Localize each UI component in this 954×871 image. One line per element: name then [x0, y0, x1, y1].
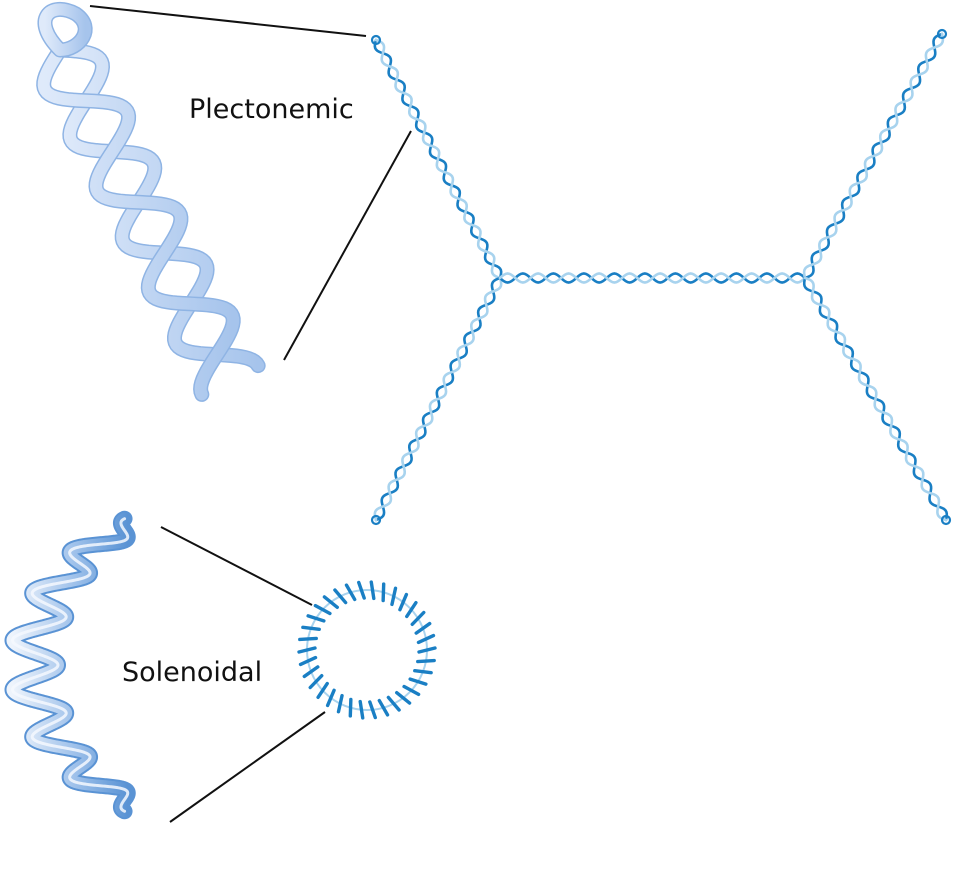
arm-upper-right-strand-2: [802, 32, 945, 280]
ring-twist-mark: [368, 700, 377, 720]
circular-dna-ring: [297, 580, 437, 720]
arm-lower-left-strand-2: [373, 276, 503, 522]
branched-supercoiled-dna: [370, 28, 952, 526]
ring-twist-mark: [325, 688, 336, 708]
ring-twist-mark: [416, 658, 436, 664]
ring-twist-mark: [377, 698, 390, 717]
plecto-connector-top: [89, 5, 367, 37]
ring-twist-mark: [336, 693, 344, 714]
ring-twist-mark: [322, 595, 339, 609]
ring-twist-mark: [414, 621, 432, 635]
tube-loop: [39, 3, 92, 56]
ring-twist-mark: [313, 603, 332, 616]
ring-twist-mark: [408, 677, 428, 686]
solenoid-coil-highlight: [11, 517, 130, 813]
ring-twist-mark: [398, 592, 409, 612]
connector-lines: [89, 5, 412, 823]
dna-loop-end: [940, 514, 952, 526]
plectonemic-label: Plectonemic: [189, 94, 354, 125]
central-segment-strand-2: [498, 272, 807, 284]
ring-twist-mark: [402, 684, 421, 697]
ring-twist-mark: [358, 699, 365, 720]
dna-loop-end: [936, 28, 948, 40]
solenoid-coil: [6, 512, 134, 818]
ring-twist-mark: [333, 588, 348, 605]
tube-strand-a: [54, 44, 265, 372]
ring-twist-mark: [308, 673, 324, 690]
ring-twist-mark: [417, 646, 437, 654]
ring-twist-mark: [386, 695, 401, 712]
ring-twist-mark: [381, 582, 386, 603]
ring-twist-mark: [297, 646, 317, 654]
ring-twist-mark: [316, 681, 329, 699]
ring-twist-mark: [395, 691, 412, 705]
plecto-connector-bottom: [283, 130, 412, 361]
solenoidal-coil-model: [4, 510, 136, 820]
ring-twist-mark: [416, 633, 436, 645]
ring-twist-mark: [410, 610, 426, 627]
dna-loop-end: [370, 514, 382, 526]
ring-twist-mark: [301, 625, 321, 632]
ring-backbone: [306, 589, 428, 711]
dna-loop-end: [370, 34, 382, 46]
ring-twist-mark: [344, 583, 357, 602]
ring-twist-mark: [413, 668, 433, 675]
arm-upper-left-strand-2: [374, 38, 502, 280]
arm-lower-right-strand-2: [803, 276, 948, 522]
tube-strand-b: [37, 44, 240, 401]
ring-twist-mark: [348, 697, 353, 718]
ring-twist-mark: [390, 586, 398, 607]
solenoidal-label: Solenoidal: [122, 657, 263, 688]
sol-connector-top: [160, 526, 313, 606]
ring-twist-mark: [357, 580, 366, 600]
ring-twist-mark: [405, 601, 418, 619]
ring-twist-mark: [306, 614, 326, 623]
ring-twist-mark: [302, 665, 320, 679]
ring-twist-mark: [298, 636, 318, 642]
ring-twist-mark: [369, 580, 376, 601]
sol-connector-bottom: [169, 711, 326, 823]
plectonemic-tube-model: [36, 2, 266, 402]
ring-twist-mark: [298, 655, 318, 667]
